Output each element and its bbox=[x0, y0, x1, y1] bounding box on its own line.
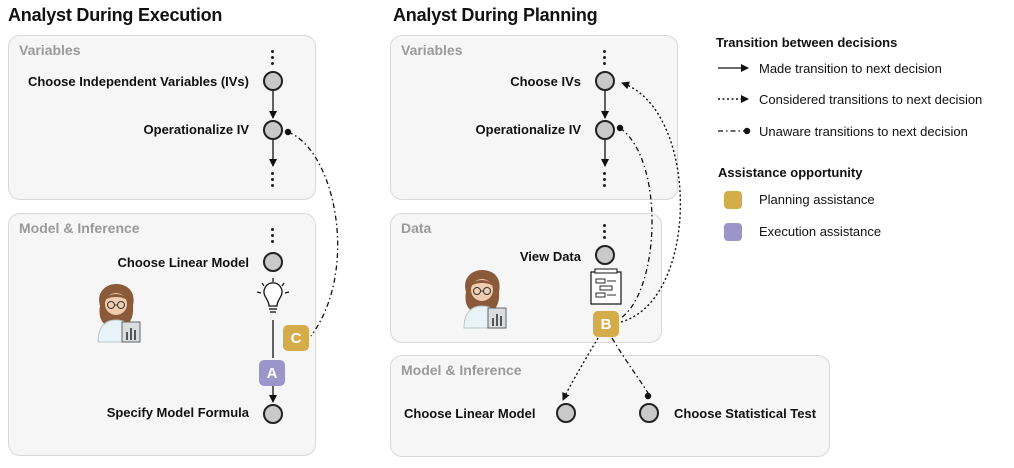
legend-item-unaware: Unaware transitions to next decision bbox=[759, 124, 968, 139]
planning-assistance-badge-b[interactable]: B bbox=[593, 311, 619, 337]
planning-title: Analyst During Planning bbox=[393, 5, 598, 25]
decision-node[interactable] bbox=[595, 71, 615, 91]
legend-assistance-title: Assistance opportunity bbox=[718, 165, 863, 180]
step-label: Choose IVs bbox=[510, 74, 581, 89]
exec-variables-panel: Variables bbox=[8, 35, 316, 200]
step-label: Choose Linear Model bbox=[117, 255, 249, 270]
step-label: View Data bbox=[519, 249, 581, 264]
unaware-transition-curve bbox=[619, 127, 653, 319]
data-sheet-icon bbox=[590, 268, 622, 305]
panel-label: Data bbox=[401, 220, 432, 236]
step-label: Choose Independent Variables (IVs) bbox=[27, 74, 249, 89]
ellipsis-icon bbox=[603, 172, 607, 190]
decision-node[interactable] bbox=[595, 120, 615, 140]
legend-item-made: Made transition to next decision bbox=[759, 61, 942, 76]
decision-node[interactable] bbox=[263, 71, 283, 91]
unaware-dot bbox=[644, 392, 652, 400]
legend-transition-title: Transition between decisions bbox=[716, 35, 898, 50]
analyst-avatar-icon bbox=[463, 270, 507, 329]
step-label: Operationalize IV bbox=[475, 122, 581, 137]
decision-node[interactable] bbox=[639, 403, 659, 423]
panel-label: Variables bbox=[401, 42, 463, 58]
ellipsis-icon bbox=[603, 224, 607, 242]
plan-variables-panel: Variables bbox=[390, 35, 678, 200]
step-label: Specify Model Formula bbox=[106, 405, 249, 420]
panel-label: Model & Inference bbox=[19, 220, 140, 236]
decision-node[interactable] bbox=[263, 252, 283, 272]
ellipsis-icon bbox=[271, 50, 275, 68]
unaware-transition-curve bbox=[287, 131, 339, 337]
legend-unaware-dot bbox=[743, 127, 751, 135]
decision-node[interactable] bbox=[263, 120, 283, 140]
step-label: Choose Linear Model bbox=[404, 406, 536, 421]
plan-model-panel: Model & Inference bbox=[390, 355, 830, 457]
ellipsis-icon bbox=[603, 50, 607, 68]
analyst-avatar-icon bbox=[97, 284, 141, 343]
step-label: Operationalize IV bbox=[143, 122, 249, 137]
step-label: Choose Statistical Test bbox=[674, 406, 817, 421]
decision-node[interactable] bbox=[595, 245, 615, 265]
legend-item-execution: Execution assistance bbox=[759, 224, 882, 239]
execution-swatch bbox=[724, 223, 742, 241]
ellipsis-icon bbox=[271, 172, 275, 190]
execution-title: Analyst During Execution bbox=[8, 5, 223, 25]
decision-node[interactable] bbox=[263, 404, 283, 424]
considered-transition-curve bbox=[620, 81, 681, 323]
decision-node[interactable] bbox=[556, 403, 576, 423]
panel-label: Variables bbox=[19, 42, 81, 58]
planning-assistance-badge-c[interactable]: C bbox=[283, 325, 309, 351]
ellipsis-icon bbox=[271, 228, 275, 246]
planning-swatch bbox=[724, 191, 742, 209]
legend-item-considered: Considered transitions to next decision bbox=[759, 92, 983, 107]
lightbulb-icon bbox=[256, 278, 290, 313]
execution-assistance-badge-a[interactable]: A bbox=[259, 360, 285, 386]
legend-item-planning: Planning assistance bbox=[759, 192, 875, 207]
panel-label: Model & Inference bbox=[401, 362, 522, 378]
